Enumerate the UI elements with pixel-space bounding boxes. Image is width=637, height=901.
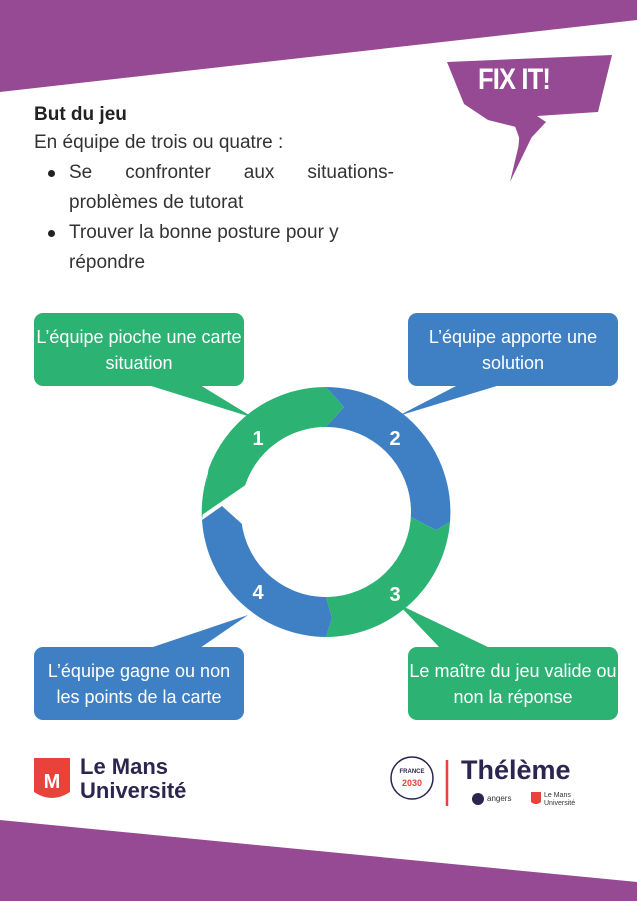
intro-section: But du jeu En équipe de trois ou quatre … [34, 102, 394, 278]
step-3-number: 3 [389, 584, 401, 606]
fix-it-title: FIX IT! [478, 63, 551, 96]
angers-logo: angers [487, 794, 512, 803]
lemans-small-logo: Le Mans Université [544, 792, 576, 807]
theleme-logo: Thélème [461, 755, 571, 785]
step-1-callout: L’équipe pioche une carte situation [34, 313, 244, 386]
step-4-callout: L’équipe gagne ou non les points de la c… [34, 647, 244, 720]
cycle-ring [201, 387, 451, 637]
step-3-callout: Le maître du jeu valide ou non la répons… [408, 647, 618, 720]
intro-bullet-list: Se confronter aux situations-problèmes d… [34, 158, 394, 278]
step-4-label: L’équipe gagne ou non les points de la c… [47, 660, 231, 707]
lemans-line2: Université [80, 778, 187, 803]
france-2030-logo [390, 756, 434, 800]
intro-bullet: Se confronter aux situations-problèmes d… [48, 158, 394, 218]
step-3-label: Le maître du jeu valide ou non la répons… [409, 660, 617, 707]
step-1-number: 1 [252, 428, 264, 450]
step-4-number: 4 [252, 582, 264, 604]
top-purple-band [0, 0, 637, 92]
france-2030-bottom: 2030 [401, 778, 423, 788]
ring-segment-1 [201, 387, 344, 520]
bottom-purple-band [0, 820, 637, 901]
step-1-label: L’équipe pioche une carte situation [36, 326, 242, 373]
lemans-shield-icon [34, 758, 70, 798]
intro-bullet: Trouver la bonne posture pour y répondre [48, 218, 394, 278]
ring-segment-3 [326, 516, 450, 637]
intro-heading: But du jeu [34, 104, 127, 125]
fix-it-banner-shape [447, 55, 612, 152]
step-2-callout: L’équipe apporte une solution [408, 313, 618, 386]
step-2-label: L’équipe apporte une solution [428, 326, 598, 373]
france-2030-top: FRANCE [399, 769, 425, 775]
angers-logo-icon [472, 793, 484, 805]
ring-segment-4 [202, 506, 332, 637]
ring-segment-2 [326, 387, 451, 530]
step-2-number: 2 [389, 428, 401, 450]
svg-text:M: M [44, 771, 61, 793]
intro-lead: En équipe de trois ou quatre : [34, 132, 284, 153]
lemans-line1: Le Mans [80, 754, 169, 779]
lemans-small-icon [531, 792, 541, 804]
fix-it-lightning [510, 118, 540, 182]
